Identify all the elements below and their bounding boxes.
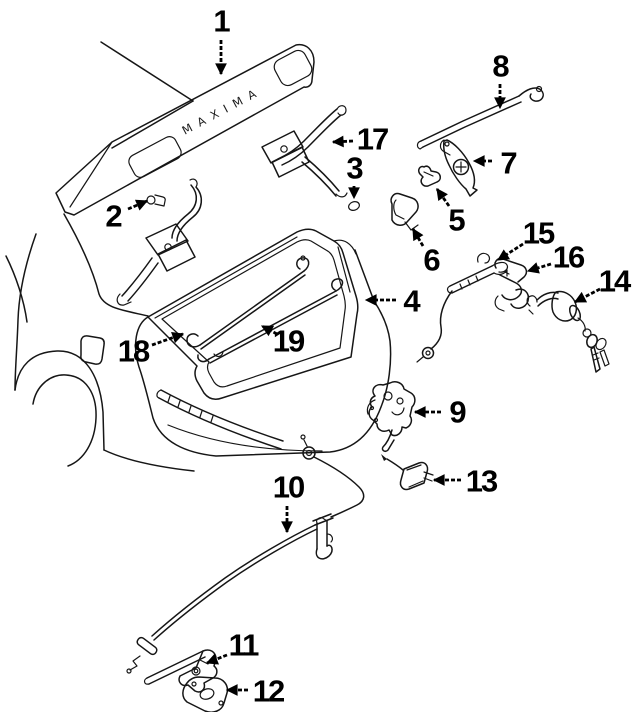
callout-label-18: 18 [118,334,150,369]
callout-label-6: 6 [423,243,440,278]
hinge-right-art [261,105,348,198]
handle-11-art [143,649,218,693]
callout-arrow-16 [526,262,552,274]
callout-arrow-11 [205,653,228,665]
release-cable-10-art [126,434,365,674]
latch-9-art [366,381,416,452]
hinge-left-art [116,178,202,306]
callout-label-2: 2 [105,199,121,234]
callout-label-10: 10 [273,470,304,505]
bumper-6-art [390,192,419,231]
torsion-bar-19-art [197,278,344,364]
clip-2-art [146,194,166,207]
trunk-lid-badge-text: MAXIMA [180,83,265,137]
callout-label-13: 13 [466,464,498,499]
stay-damper-7-art [439,139,478,197]
aperture-seal-art [134,228,392,457]
callout-arrow-19 [260,324,278,337]
callout-label-4: 4 [403,284,421,319]
callout-label-3: 3 [346,151,363,186]
plate-12-art [182,676,229,712]
callout-label-1: 1 [213,4,230,39]
lock-cylinder-14-art [526,290,610,373]
callout-label-5: 5 [448,203,465,238]
callout-label-16: 16 [553,240,585,275]
callout-label-12: 12 [253,674,284,709]
trunk-lid-art: MAXIMA [55,43,315,216]
callout-label-14: 14 [599,264,632,299]
callout-label-19: 19 [273,324,305,359]
torsion-rod-8-art [416,85,544,150]
callout-label-11: 11 [229,628,260,663]
grommet-3-art [348,201,360,211]
callout-label-15: 15 [523,216,555,251]
callout-label-17: 17 [357,122,388,157]
clip-5-art [418,165,441,187]
callout-label-9: 9 [449,395,466,430]
cable-lever-15-art [416,252,509,363]
car-body-art [5,41,195,472]
callout-label-8: 8 [492,49,509,84]
callout-label-7: 7 [500,146,516,181]
torsion-bar-18-art [186,255,310,350]
callout-arrow-18 [151,331,185,347]
callout-arrow-5 [435,188,451,207]
switch-13-art [381,454,434,491]
lock-bracket-16-art [494,257,530,312]
callout-arrow-17 [331,135,354,148]
callout-arrow-14 [573,287,601,304]
callout-arrow-6 [411,227,425,247]
callout-arrow-15 [497,242,524,262]
callout-arrow-2 [127,199,149,211]
